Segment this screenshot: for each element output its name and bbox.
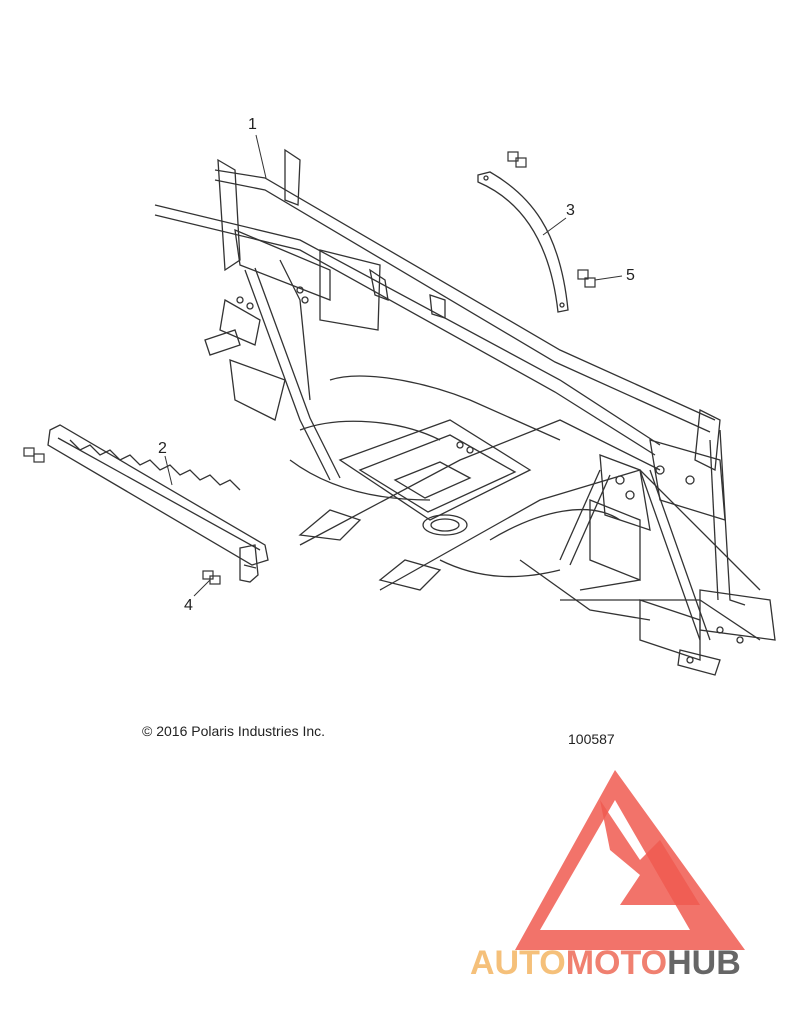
support-bar-part-3 [477,171,569,313]
callout-1: 1 [248,116,257,133]
autmotohub-logo [515,770,745,950]
brand-part-hub: HUB [667,944,741,982]
main-frame [154,148,776,676]
bolts-part-4 [23,447,221,585]
callout-2: 2 [158,440,167,457]
diagram-number: 100587 [568,731,615,747]
copyright-text: © 2016 Polaris Industries Inc. [142,723,326,739]
callout-3: 3 [566,202,575,219]
callout-4: 4 [184,597,193,614]
brand-part-auto: AUTO [470,944,566,982]
fasteners-part-5 [507,151,596,288]
watermark-brand-text: AUTOMOTOHUB [470,944,741,983]
callout-5: 5 [626,267,635,284]
brand-part-moto: MOTO [565,944,668,982]
cross-brace-part-2 [47,424,269,583]
leader-lines [164,134,623,597]
